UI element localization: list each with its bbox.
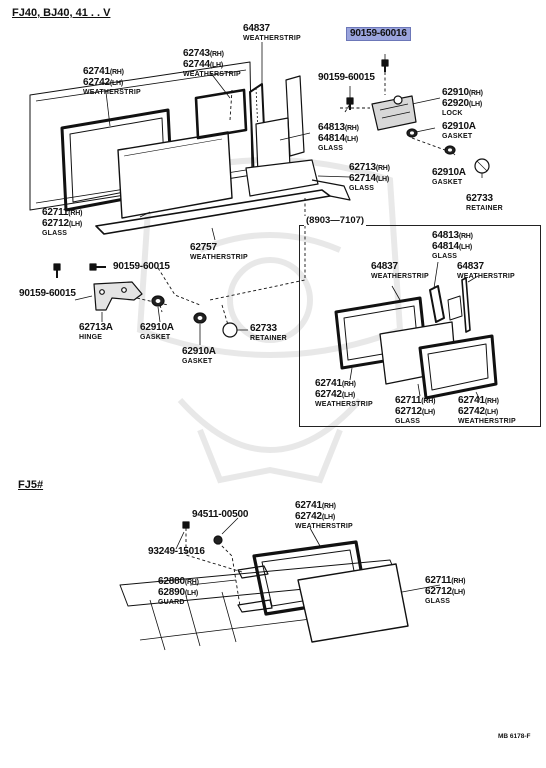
part-90159-60015-mid[interactable]: 90159-60015: [113, 261, 170, 272]
part-64814-upper[interactable]: 64814(LH): [318, 133, 359, 144]
fj5-part-62890[interactable]: 62890(LH): [158, 587, 199, 598]
fj5-part-62741[interactable]: 62741(RH): [295, 500, 336, 511]
fj5-part-94511-00500[interactable]: 94511-00500: [192, 509, 249, 520]
inset-part-64813[interactable]: 64813(RH): [432, 230, 473, 241]
part-62910A-c[interactable]: 62910A: [140, 322, 174, 333]
inset-part-64837-a-name: WEATHERSTRIP: [371, 273, 429, 280]
part-62713[interactable]: 62713(RH): [349, 162, 390, 173]
part-62733-a-name: RETAINER: [466, 205, 503, 212]
part-62910-name: LOCK: [442, 110, 463, 117]
part-62743-name: WEATHERSTRIP: [183, 71, 241, 78]
part-62713-name: GLASS: [349, 185, 375, 192]
part-90159-60015-upper[interactable]: 90159-60015: [318, 72, 375, 83]
part-62910A-a[interactable]: 62910A: [442, 121, 476, 132]
inset-part-64837-a[interactable]: 64837: [371, 261, 398, 272]
part-62743[interactable]: 62743(RH): [183, 48, 224, 59]
part-62711-upper-name: GLASS: [42, 230, 68, 237]
part-90159-60016-highlighted[interactable]: 90159-60016: [346, 27, 411, 41]
part-62757[interactable]: 62757: [190, 242, 217, 253]
part-64837[interactable]: 64837: [243, 23, 270, 34]
part-62910A-b[interactable]: 62910A: [432, 167, 466, 178]
fj5-part-62711-name: GLASS: [425, 598, 451, 605]
part-62910A-c-name: GASKET: [140, 334, 171, 341]
part-62910[interactable]: 62910(RH): [442, 87, 483, 98]
part-62713A[interactable]: 62713A: [79, 322, 113, 333]
part-62744[interactable]: 62744(LH): [183, 59, 224, 70]
inset-part-62741-a-name: WEATHERSTRIP: [315, 401, 373, 408]
inset-part-62742-b[interactable]: 62742(LH): [458, 406, 499, 417]
inset-part-62741-a[interactable]: 62741(RH): [315, 378, 356, 389]
inset-date-range: (8903—7107): [304, 215, 367, 226]
part-62757-name: WEATHERSTRIP: [190, 254, 248, 261]
fj5-part-62741-name: WEATHERSTRIP: [295, 523, 353, 530]
inset-part-62741-b[interactable]: 62741(RH): [458, 395, 499, 406]
fj5-part-62712[interactable]: 62712(LH): [425, 586, 466, 597]
fj5-part-62711[interactable]: 62711(RH): [425, 575, 466, 586]
part-62910A-a-name: GASKET: [442, 133, 473, 140]
part-62733-a[interactable]: 62733: [466, 193, 493, 204]
part-64837-name: WEATHERSTRIP: [243, 35, 301, 42]
part-64813-upper-name: GLASS: [318, 145, 344, 152]
part-62712-upper[interactable]: 62712(LH): [42, 218, 83, 229]
inset-part-64813-name: GLASS: [432, 253, 458, 260]
fj5-part-62880-name: GUARD: [158, 599, 185, 606]
hinge-62713A-shape: [93, 281, 143, 311]
part-62741-upper-name: WEATHERSTRIP: [83, 89, 141, 96]
fj5-part-62880[interactable]: 62880(RH): [158, 576, 199, 587]
part-62742-upper[interactable]: 62742(LH): [83, 77, 124, 88]
model-header: FJ40, BJ40, 41 . . V: [12, 7, 111, 19]
part-62910A-d-name: GASKET: [182, 358, 213, 365]
inset-part-64837-b-name: WEATHERSTRIP: [457, 273, 515, 280]
part-62713A-name: HINGE: [79, 334, 103, 341]
part-62920[interactable]: 62920(LH): [442, 98, 483, 109]
fj5-part-62742[interactable]: 62742(LH): [295, 511, 336, 522]
fj5-glass-shape: [297, 563, 409, 643]
variant-inset-box: [299, 225, 541, 427]
part-62714[interactable]: 62714(LH): [349, 173, 390, 184]
section-fj5-header: FJ5#: [18, 479, 44, 491]
fj5-part-93249-15016[interactable]: 93249-15016: [148, 546, 205, 557]
inset-part-64814[interactable]: 64814(LH): [432, 241, 473, 252]
part-90159-60015-left[interactable]: 90159-60015: [19, 288, 76, 299]
part-62733-b[interactable]: 62733: [250, 323, 277, 334]
glass-62711-shape: [117, 131, 233, 219]
inset-part-62711-name: GLASS: [395, 418, 421, 425]
part-62711-upper[interactable]: 62711(RH): [42, 207, 83, 218]
inset-part-62742-a[interactable]: 62742(LH): [315, 389, 356, 400]
inset-part-62741-b-name: WEATHERSTRIP: [458, 418, 516, 425]
part-62741-upper[interactable]: 62741(RH): [83, 66, 124, 77]
part-62910A-b-name: GASKET: [432, 179, 463, 186]
inset-part-62712[interactable]: 62712(LH): [395, 406, 436, 417]
inset-part-64837-b[interactable]: 64837: [457, 261, 484, 272]
part-62733-b-name: RETAINER: [250, 335, 287, 342]
part-64813-upper[interactable]: 64813(RH): [318, 122, 359, 133]
part-62910A-d[interactable]: 62910A: [182, 346, 216, 357]
inset-part-62711[interactable]: 62711(RH): [395, 395, 436, 406]
footer-code: MB 6178-F: [498, 733, 531, 740]
